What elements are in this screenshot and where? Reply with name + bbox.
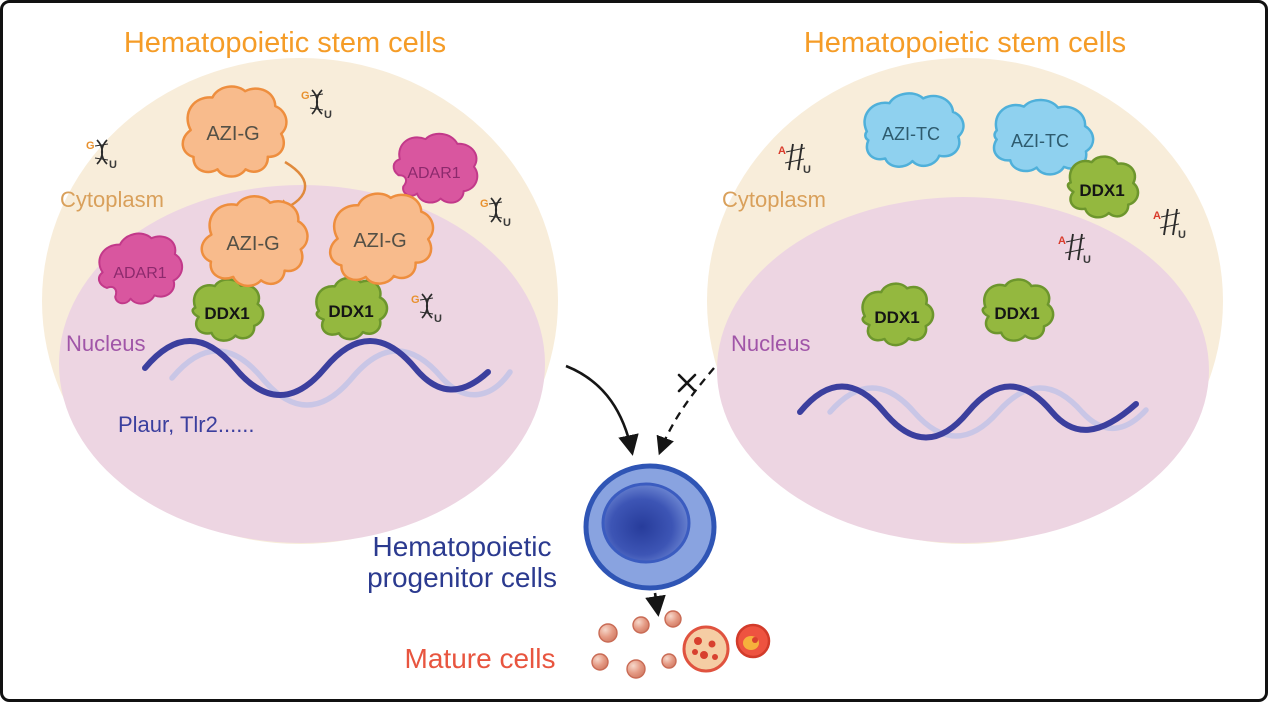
mature-cell-red — [735, 623, 771, 659]
rna-duplex-icon: A U — [1153, 208, 1186, 241]
differentiation-arrow-solid — [565, 364, 639, 456]
rna-base-top-label: G — [411, 294, 420, 306]
nucleus-label: Nucleus — [66, 331, 145, 356]
cytoplasm-label: Cytoplasm — [722, 187, 826, 212]
rna-duplex-icon: G U — [480, 197, 511, 229]
mature-cell-small — [626, 659, 646, 679]
progenitor-cell: Hematopoietic progenitor cells — [367, 463, 717, 617]
maturation-arrow — [645, 592, 666, 617]
mature-cell-small — [591, 653, 609, 671]
ddx1-blob-nucleus-2: DDX1 — [979, 275, 1058, 346]
azi-g-label: AZI-G — [206, 123, 259, 145]
ddx1-blob-cytoplasm: DDX1 — [1062, 150, 1144, 224]
x-mark-icon — [677, 373, 697, 393]
rna-duplex-icon: A U — [778, 143, 811, 176]
rna-duplex-icon: A U — [1058, 233, 1091, 266]
gene-names-label: Plaur, Tlr2...... — [118, 412, 255, 437]
mature-cells-label: Mature cells — [405, 643, 556, 674]
azi-g-blob-nucleus-1: AZI-G — [198, 192, 311, 291]
mature-cell-small — [598, 623, 618, 643]
ddx1-label: DDX1 — [204, 304, 249, 323]
mature-cell-small — [632, 616, 650, 634]
rna-base-top-label: A — [778, 145, 786, 157]
ddx1-label: DDX1 — [328, 302, 373, 321]
mature-cells: Mature cells — [405, 610, 771, 679]
rna-base-top-label: A — [1153, 210, 1161, 222]
rna-duplex-icon: G U — [411, 293, 442, 325]
nucleus-label: Nucleus — [731, 331, 810, 356]
mature-cell-spotted — [682, 625, 730, 673]
azi-g-blob-cytoplasm: AZI-G — [177, 81, 292, 182]
differentiation-arrow-dashed — [656, 367, 715, 456]
rna-base-top-label: A — [1058, 235, 1066, 247]
rna-base-bottom-label: U — [324, 109, 332, 121]
ddx1-blob-2: DDX1 — [312, 273, 391, 344]
ddx1-blob-1: DDX1 — [189, 275, 267, 345]
azi-tc-blob-2: AZI-TC — [989, 93, 1099, 181]
ddx1-label: DDX1 — [874, 308, 919, 327]
rna-base-bottom-label: U — [503, 217, 511, 229]
rna-base-bottom-label: U — [1178, 229, 1186, 241]
rna-base-bottom-label: U — [434, 313, 442, 325]
progenitor-label-line2: progenitor cells — [367, 562, 557, 593]
azi-g-label: AZI-G — [353, 230, 406, 252]
ddx1-label: DDX1 — [1079, 181, 1124, 200]
progenitor-nucleus — [601, 482, 691, 564]
rna-base-bottom-label: U — [109, 159, 117, 171]
rna-base-top-label: G — [86, 140, 95, 152]
right-cell-title: Hematopoietic stem cells — [804, 27, 1126, 59]
cytoplasm-label: Cytoplasm — [60, 187, 164, 212]
azi-tc-blob-1: AZI-TC — [861, 89, 967, 171]
adar1-blob-cytoplasm: ADAR1 — [386, 124, 486, 213]
azi-tc-label: AZI-TC — [882, 124, 940, 144]
ddx1-label: DDX1 — [994, 304, 1039, 323]
mature-cell-small — [661, 653, 677, 669]
progenitor-label-line1: Hematopoietic — [373, 531, 552, 562]
adar1-label: ADAR1 — [407, 165, 460, 182]
ddx1-blob-nucleus-1: DDX1 — [859, 279, 937, 349]
rna-base-bottom-label: U — [803, 164, 811, 176]
azi-tc-label: AZI-TC — [1011, 131, 1069, 151]
right-nucleus — [717, 197, 1209, 543]
mature-cell-small — [664, 610, 682, 628]
rna-base-top-label: G — [301, 90, 310, 102]
differentiation-arrows — [565, 364, 715, 456]
unedited-mrna-wave — [797, 383, 1139, 441]
adar1-blob-nucleus-edge: ADAR1 — [92, 227, 188, 311]
rna-base-bottom-label: U — [1083, 254, 1091, 266]
left-stem-cell: Hematopoietic stem cells Cytoplasm Nucle… — [42, 27, 558, 544]
azi-g-label: AZI-G — [226, 233, 279, 255]
left-cell-title: Hematopoietic stem cells — [124, 27, 446, 59]
right-stem-cell: Hematopoietic stem cells Cytoplasm Nucle… — [707, 27, 1223, 544]
rna-duplex-icon: G U — [301, 89, 332, 121]
azi-g-blob-nucleus-2: AZI-G — [323, 186, 440, 290]
adar1-label: ADAR1 — [113, 265, 166, 282]
rna-duplex-icon: G U — [86, 139, 117, 171]
edited-mrna-wave — [142, 338, 491, 398]
rna-base-top-label: G — [480, 198, 489, 210]
